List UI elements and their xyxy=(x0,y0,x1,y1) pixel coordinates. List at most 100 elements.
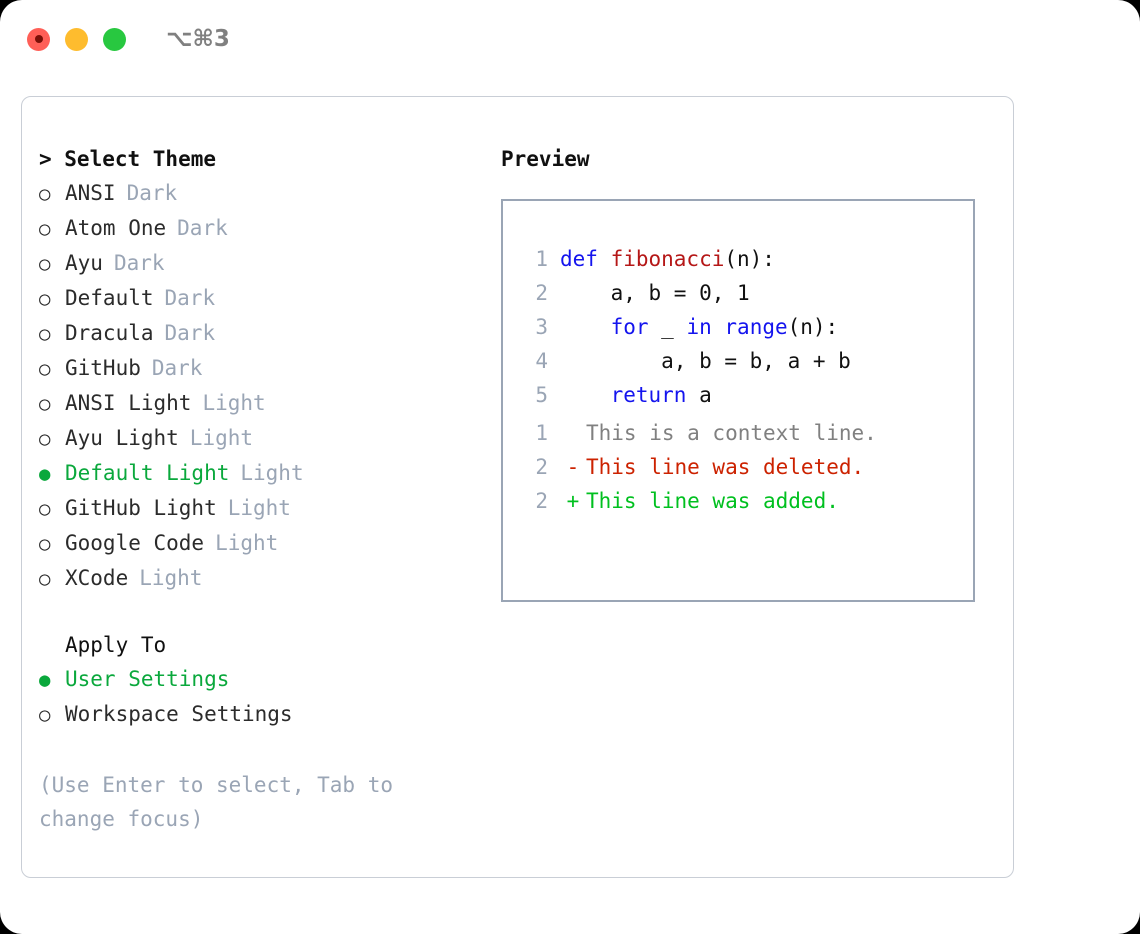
theme-option-tag: Dark xyxy=(113,251,165,275)
code-line-number: 4 xyxy=(535,349,548,373)
code-token-kw: range xyxy=(724,315,788,339)
diff-line-number: 2 xyxy=(535,489,548,513)
theme-option-ansi-light[interactable]: ○ ANSI Light Light xyxy=(39,386,479,421)
theme-option-dracula[interactable]: ○ Dracula Dark xyxy=(39,316,479,351)
theme-option-ansi[interactable]: ○ ANSI Dark xyxy=(39,176,479,211)
minimize-window-button[interactable] xyxy=(65,27,88,51)
theme-option-tag: Light xyxy=(202,391,266,415)
code-token-kw: return xyxy=(610,383,687,407)
diff-line-del: 2-This line was deleted. xyxy=(520,450,877,484)
theme-option-label: Default Light xyxy=(65,461,230,485)
diff-marker-icon: - xyxy=(566,455,580,479)
radio-unselected-icon: ○ xyxy=(39,288,51,310)
code-token-plain: a xyxy=(686,383,712,407)
theme-option-label: ANSI Light xyxy=(65,391,192,415)
code-line-text: a, b = 0, 1 xyxy=(560,276,750,310)
diff-line-text: This is a context line. xyxy=(586,421,877,445)
code-token-plain xyxy=(712,315,725,339)
radio-selected-icon: ● xyxy=(39,669,51,691)
theme-option-tag: Dark xyxy=(164,321,216,345)
code-line: 1 def fibonacci(n): xyxy=(520,242,851,276)
title-bar: ⌥⌘3 xyxy=(0,0,1140,78)
close-window-button[interactable] xyxy=(27,27,50,51)
theme-option-github-light[interactable]: ○ GitHub Light Light xyxy=(39,491,479,526)
radio-unselected-icon: ○ xyxy=(39,183,51,205)
diff-line-add: 2 +This line was added. xyxy=(520,484,877,518)
code-line: 4 a, b = b, a + b xyxy=(520,344,851,378)
apply-to-option-label: Workspace Settings xyxy=(65,702,293,726)
diff-sample: 1 This is a context line.2-This line was… xyxy=(520,416,877,518)
theme-option-ayu[interactable]: ○ Ayu Dark xyxy=(39,246,479,281)
theme-option-label: ANSI xyxy=(65,181,116,205)
theme-option-tag: Light xyxy=(227,496,291,520)
theme-option-tag: Light xyxy=(189,426,254,450)
code-token-kw: for xyxy=(610,315,649,339)
theme-option-tag: Dark xyxy=(126,181,178,205)
theme-option-tag: Dark xyxy=(151,356,203,380)
radio-unselected-icon: ○ xyxy=(39,568,51,590)
theme-option-label: Dracula xyxy=(65,321,154,345)
code-line-text: for _ in range(n): xyxy=(560,310,839,344)
theme-option-label: Atom One xyxy=(65,216,167,240)
diff-marker-icon: + xyxy=(566,489,580,513)
code-token-plain xyxy=(560,315,611,339)
theme-option-label: XCode xyxy=(65,566,129,590)
theme-option-tag: Light xyxy=(215,531,279,555)
theme-option-ayu-light[interactable]: ○ Ayu Light Light xyxy=(39,421,479,456)
code-token-plain: _ xyxy=(648,315,687,339)
code-token-fn: fibonacci xyxy=(610,247,725,271)
radio-unselected-icon: ○ xyxy=(39,358,51,380)
radio-unselected-icon: ○ xyxy=(39,428,51,450)
radio-unselected-icon: ○ xyxy=(39,253,51,275)
code-line-text: return a xyxy=(560,378,712,412)
apply-to-option-user-settings[interactable]: ● User Settings xyxy=(39,662,479,697)
theme-option-label: Google Code xyxy=(65,531,205,555)
code-line-number: 5 xyxy=(535,383,548,407)
theme-option-label: Default xyxy=(65,286,154,310)
apply-to-option-workspace-settings[interactable]: ○ Workspace Settings xyxy=(39,697,479,732)
code-token-plain xyxy=(560,383,611,407)
code-line: 3 for _ in range(n): xyxy=(520,310,851,344)
keyboard-shortcut-label: ⌥⌘3 xyxy=(166,26,230,52)
theme-option-tag: Light xyxy=(139,566,203,590)
apply-to-option-label: User Settings xyxy=(65,667,230,691)
code-line-text: def fibonacci(n): xyxy=(560,242,775,276)
code-line-text: a, b = b, a + b xyxy=(560,344,851,378)
diff-line-number: 1 xyxy=(535,421,548,445)
radio-unselected-icon: ○ xyxy=(39,533,51,555)
theme-option-label: Ayu xyxy=(65,251,103,275)
preview-title: Preview xyxy=(501,147,590,171)
theme-option-xcode[interactable]: ○ XCode Light xyxy=(39,561,479,596)
radio-unselected-icon: ○ xyxy=(39,704,51,726)
diff-line-text: This line was added. xyxy=(586,489,839,513)
code-line-number: 2 xyxy=(535,281,548,305)
apply-to-group: Apply To ● User Settings ○ Workspace Settin… xyxy=(39,628,479,732)
radio-unselected-icon: ○ xyxy=(39,393,51,415)
diff-line-text: This line was deleted. xyxy=(586,455,865,479)
theme-option-label: Ayu Light xyxy=(65,426,179,450)
code-token-plain: (n): xyxy=(787,315,839,339)
maximize-window-button[interactable] xyxy=(103,27,126,51)
code-line: 2 a, b = 0, 1 xyxy=(520,276,851,310)
apply-to-header: Apply To xyxy=(65,633,167,657)
theme-option-label: GitHub Light xyxy=(65,496,217,520)
diff-line-number: 2 xyxy=(535,455,548,479)
theme-option-google-code[interactable]: ○ Google Code Light xyxy=(39,526,479,561)
diff-line-ctx: 1 This is a context line. xyxy=(520,416,877,450)
radio-unselected-icon: ○ xyxy=(39,218,51,240)
radio-unselected-icon: ○ xyxy=(39,323,51,345)
radio-selected-icon: ● xyxy=(39,463,51,485)
code-line-number: 1 xyxy=(535,247,548,271)
code-token-plain: (n): xyxy=(724,247,775,271)
radio-unselected-icon: ○ xyxy=(39,498,51,520)
diff-marker-icon xyxy=(560,416,586,450)
